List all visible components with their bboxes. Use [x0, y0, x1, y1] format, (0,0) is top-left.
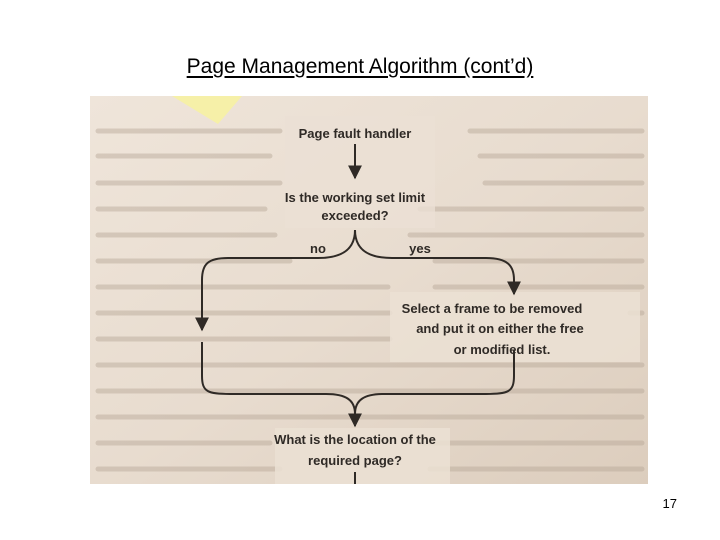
node-location-question-line-1: What is the location of the	[274, 432, 436, 447]
scanned-background	[90, 96, 648, 484]
sticky-note	[172, 96, 242, 124]
slide-title: Page Management Algorithm (cont’d)	[186, 55, 534, 78]
node-select-frame-line-2: and put it on either the free	[416, 321, 584, 336]
node-select-frame-line-1: Select a frame to be removed	[402, 301, 583, 316]
branch-label-yes: yes	[409, 241, 431, 256]
node-page-fault-handler: Page fault handler	[299, 126, 412, 141]
bleed-through-text	[95, 128, 645, 472]
node-working-set-question-line-1: Is the working set limit	[285, 190, 426, 205]
node-select-frame-line-3: or modified list.	[454, 342, 551, 357]
scanned-figure: Page fault handler Is the working set li…	[90, 96, 648, 484]
node-working-set-question-line-2: exceeded?	[321, 208, 388, 223]
flow-connectors	[195, 144, 521, 484]
page-number: 17	[662, 496, 677, 511]
branch-label-no: no	[310, 241, 326, 256]
node-location-question-line-2: required page?	[308, 453, 402, 468]
flowchart: Page fault handler Is the working set li…	[274, 126, 584, 468]
